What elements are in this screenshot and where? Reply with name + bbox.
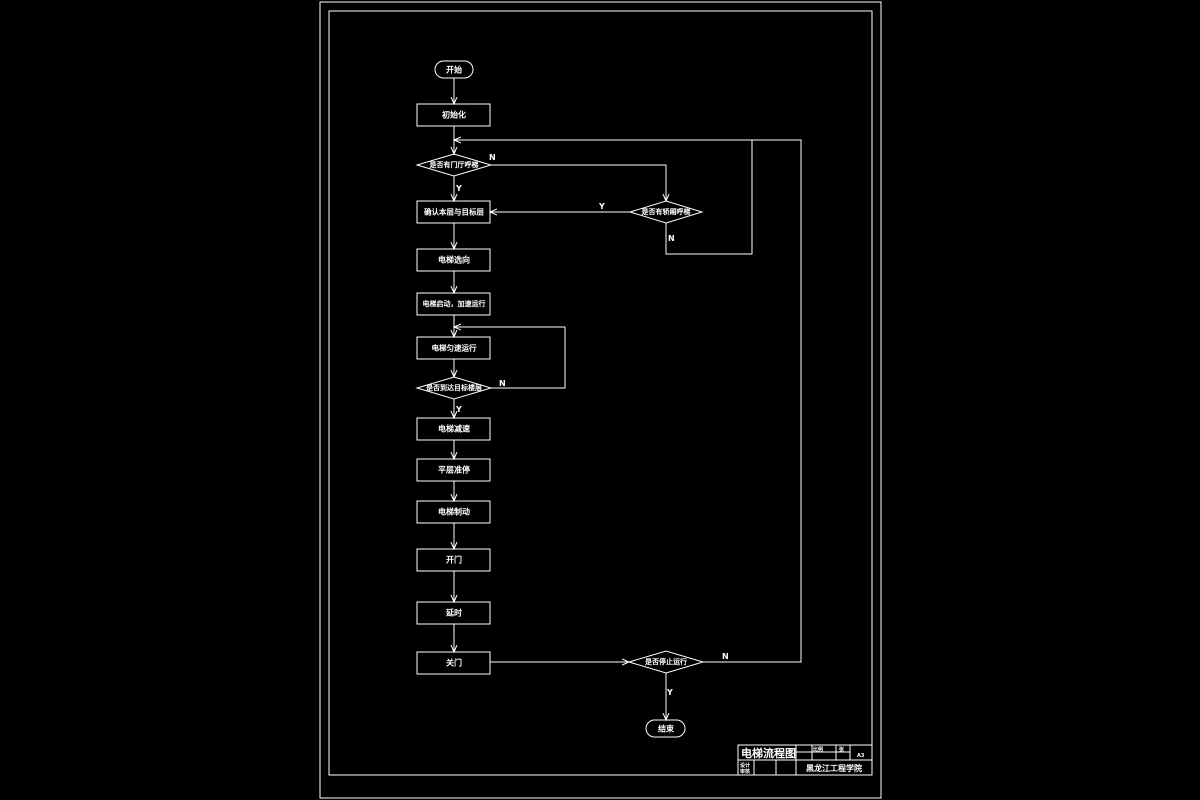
edge-target-floor-no <box>454 327 566 389</box>
title-block-review: 审核 <box>740 768 750 775</box>
edge-label-call-other-no: N <box>668 234 675 243</box>
label-check-stop: 是否停止运行 <box>644 657 687 666</box>
label-check-call-other: 是否有轿厢呼梯 <box>641 207 691 216</box>
edge-call-other-no <box>454 140 753 255</box>
edge-call-same-no <box>491 164 666 201</box>
label-open-door: 开门 <box>446 555 462 565</box>
label-level: 平层准停 <box>438 465 470 475</box>
label-delay: 延时 <box>445 608 462 618</box>
edge-label-stop-yes: Y <box>666 688 673 697</box>
label-start: 开始 <box>446 65 462 75</box>
label-determine-target: 确认本层与目标层 <box>424 207 484 217</box>
edge-label-stop-no: N <box>722 652 729 661</box>
inner-frame <box>328 10 873 776</box>
title-block-sheet: 张 <box>839 746 845 753</box>
label-decelerate: 电梯减速 <box>438 424 470 434</box>
label-end: 结束 <box>658 724 675 734</box>
title-block-school: 黑龙江工程学院 <box>806 763 862 773</box>
label-elevator-direction: 电梯选向 <box>438 255 470 265</box>
outer-frame <box>319 1 882 799</box>
label-brake: 电梯制动 <box>438 507 470 517</box>
label-init: 初始化 <box>442 110 466 120</box>
label-start-run: 电梯启动，加速运行 <box>423 299 486 308</box>
label-check-target-floor: 是否到达目标楼层 <box>425 383 482 392</box>
edge-label-call-same-yes: Y <box>455 184 462 193</box>
edge-label-target-no: N <box>499 379 506 388</box>
edge-label-call-same-no: N <box>489 153 496 162</box>
edge-label-target-yes: Y <box>455 405 462 414</box>
edge-stop-no <box>703 139 802 663</box>
title-block-title: 电梯流程图 <box>741 746 796 760</box>
label-check-call-same: 是否有门厅呼梯 <box>429 160 479 169</box>
label-run-constant: 电梯匀速运行 <box>432 343 477 353</box>
label-close-door: 关门 <box>446 658 462 668</box>
decision-call-other <box>628 200 704 224</box>
title-block-quantity: A3 <box>857 753 865 759</box>
title-block-designer: 设计 <box>740 762 750 769</box>
edge-label-call-other-yes: Y <box>598 202 605 211</box>
title-block-scale: 比例 <box>813 746 823 753</box>
